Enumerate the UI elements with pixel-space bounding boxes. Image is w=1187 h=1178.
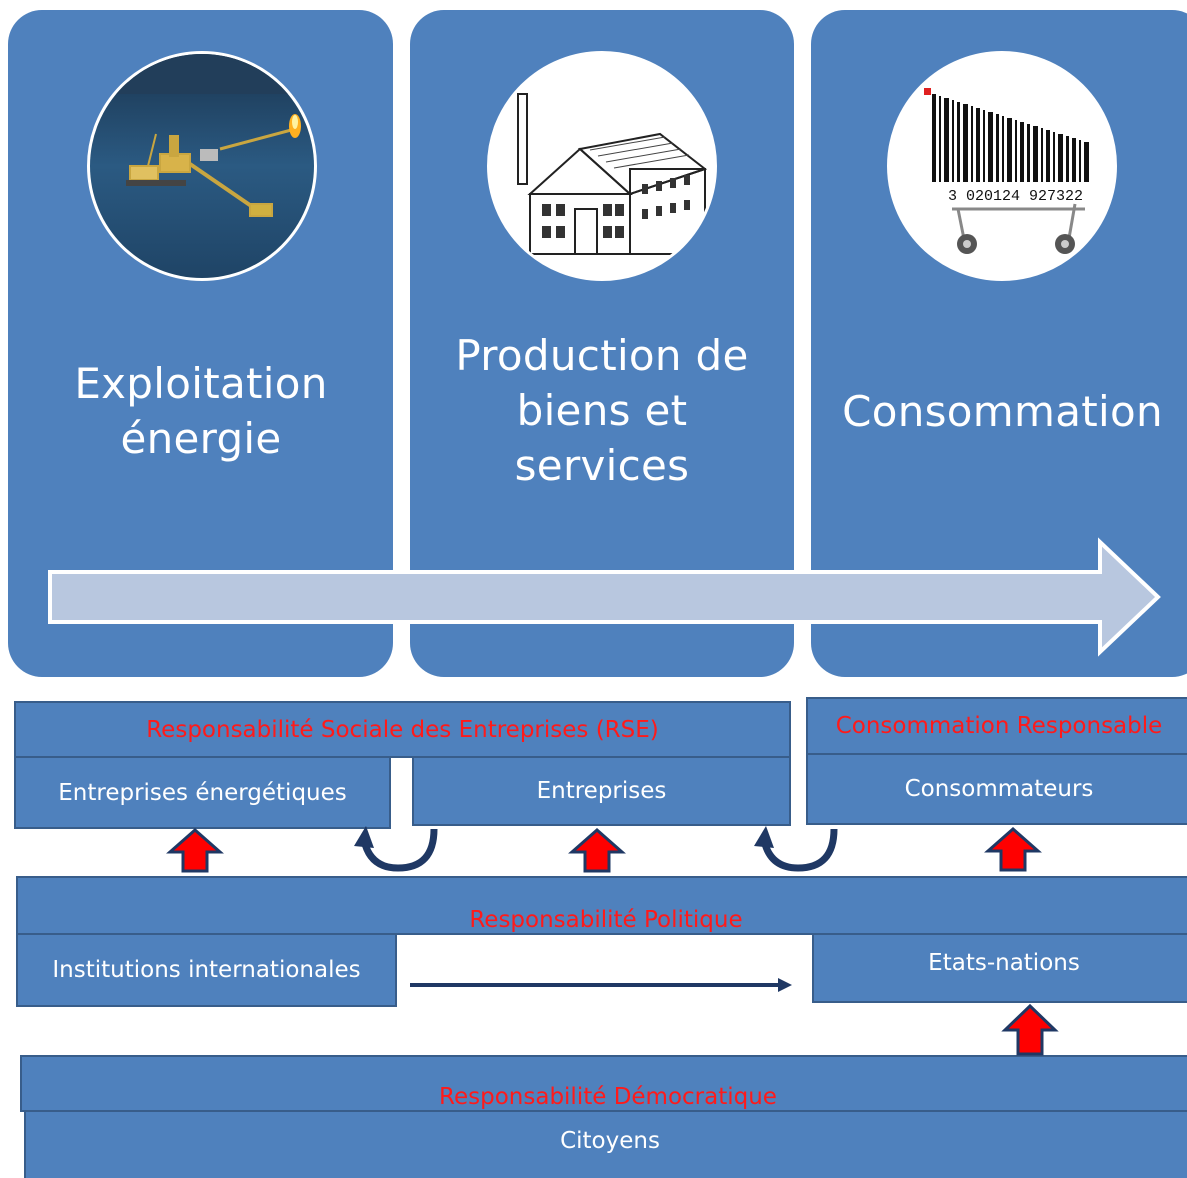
flow-arrow (50, 542, 1158, 652)
democratic-citoyens: Citoyens (24, 1110, 1187, 1178)
rse-entreprises-energetiques: Entreprises énergétiques (14, 756, 391, 829)
curved-arrow-left (360, 828, 438, 872)
barcode-cart-icon: 3 020124 927322 (887, 51, 1117, 281)
political-etats-nations: Etats-nations (812, 933, 1187, 1003)
oil-platform-icon (87, 51, 317, 281)
up-arrow-2 (568, 828, 626, 873)
consumption-header: Consommation Responsable (806, 697, 1187, 755)
up-arrow-3 (984, 827, 1042, 872)
up-arrow-1 (166, 828, 224, 873)
rse-entreprises: Entreprises (412, 756, 791, 826)
stage-title-consommation: Consommation (842, 387, 1163, 436)
factory-icon (487, 51, 717, 281)
political-header: Responsabilité Politique (16, 876, 1187, 935)
political-institutions: Institutions internationales (16, 933, 397, 1007)
stage-title-exploitation: Exploitation énergie (74, 359, 328, 463)
stage-title-production: Production de biens et services (455, 331, 749, 490)
up-arrow-4 (1001, 1003, 1059, 1056)
rse-header: Responsabilité Sociale des Entreprises (… (14, 701, 791, 758)
curved-arrow-right (760, 828, 838, 872)
consumption-consommateurs: Consommateurs (806, 753, 1187, 825)
barcode-digits: 3 020124 927322 (948, 188, 1083, 205)
